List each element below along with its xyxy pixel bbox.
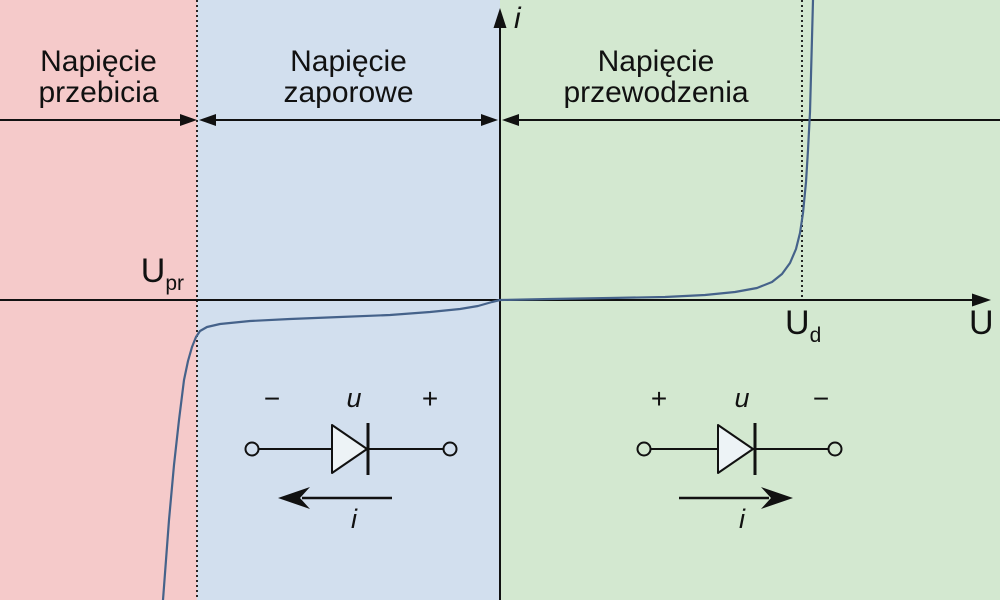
breakdown-voltage-marker: Upr: [118, 252, 184, 294]
terminal-circle: [827, 441, 843, 457]
breakdown-region-label-line1: Napięcie: [40, 45, 157, 78]
terminal-circle: [442, 441, 458, 457]
diode-triangle: [331, 424, 368, 474]
reverse-span-arrowhead-right: [481, 114, 498, 126]
current-arrowhead-right: [761, 487, 793, 509]
forward-diode-plus-sign: +: [650, 383, 668, 414]
iv-curve-reverse-branch: [161, 298, 502, 600]
terminal-circle: [636, 441, 652, 457]
current-arrowhead-left: [278, 487, 310, 509]
diode-triangle: [717, 424, 754, 474]
forward-diode-voltage-label: u: [734, 383, 750, 413]
y-axis-arrowhead: [493, 8, 507, 28]
breakdown-region-label-line2: przebicia: [38, 76, 159, 109]
forward-span-arrowhead-left: [502, 114, 519, 126]
breakdown-region-label: Napięcie przebicia: [0, 46, 197, 108]
terminal-circle: [244, 441, 260, 457]
forward-voltage-marker: Ud: [785, 304, 821, 346]
forward-region-label: Napięcie przewodzenia: [500, 46, 812, 108]
reverse-region-label-line1: Napięcie: [290, 45, 407, 78]
reverse-diode-current-label: i: [351, 504, 357, 534]
reverse-diode-minus-sign: −: [263, 383, 281, 414]
forward-diode-minus-sign: −: [812, 383, 830, 414]
breakdown-span-arrowhead-right: [180, 114, 197, 126]
region-span-arrows: [0, 114, 1000, 126]
ud-subscript: d: [809, 323, 822, 347]
diode-symbol-reverse: [244, 423, 458, 509]
reverse-diode-voltage-label: u: [346, 383, 362, 413]
y-axis-label: i: [514, 2, 521, 35]
forward-region-label-line1: Napięcie: [597, 45, 715, 78]
reverse-diode-plus-sign: +: [421, 383, 439, 414]
x-axis-arrowhead: [972, 293, 991, 307]
reverse-region-label-line2: zaporowe: [283, 76, 414, 109]
upr-base: U: [140, 252, 166, 290]
reverse-span-arrowhead-left: [199, 114, 216, 126]
reverse-region-label: Napięcie zaporowe: [197, 46, 500, 108]
ud-base: U: [785, 304, 810, 342]
upr-subscript: pr: [165, 271, 184, 295]
forward-region-label-line2: przewodzenia: [563, 76, 749, 109]
x-axis-label: U: [969, 304, 994, 342]
diode-symbol-forward: [636, 423, 843, 509]
forward-diode-current-label: i: [739, 504, 745, 534]
iv-curve-forward-branch: [498, 0, 815, 302]
